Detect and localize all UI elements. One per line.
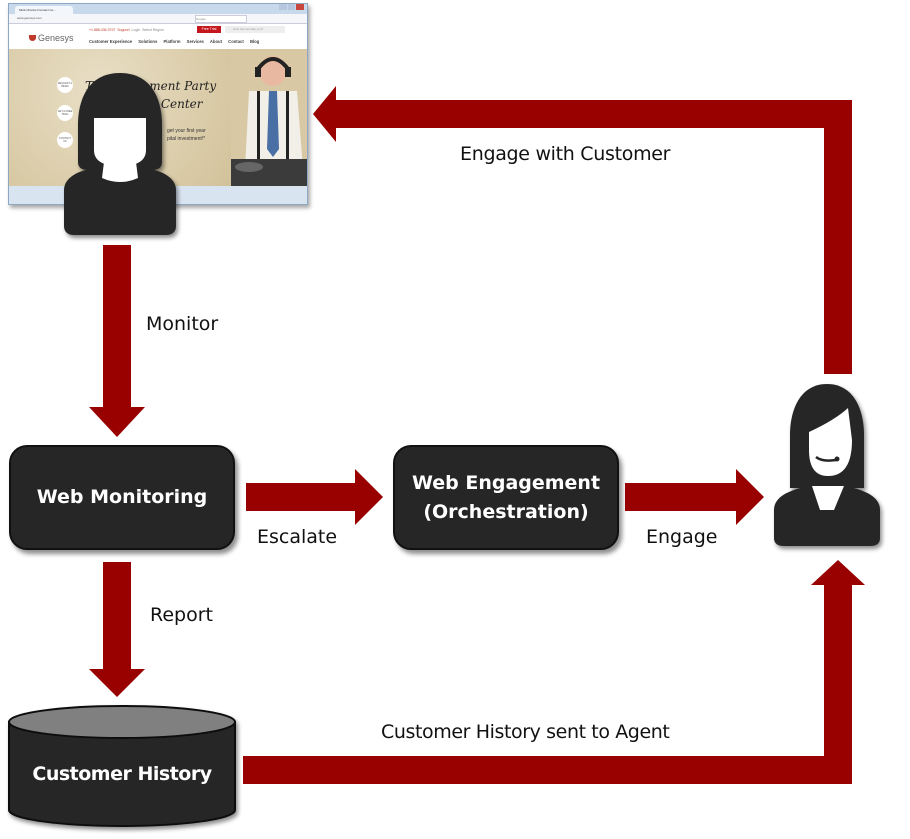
nav-item: Contact: [228, 39, 244, 44]
history-to-agent-arrow: [243, 560, 865, 784]
nav-item: Services: [186, 39, 204, 44]
address-bar: www.genesys.com Google: [9, 14, 307, 24]
engage-label: Engage: [646, 526, 718, 548]
agent-headset-icon: [774, 384, 880, 546]
utility-links: +1.888.436.3797 Support Login Select Reg…: [89, 28, 164, 32]
hero-sub-line: get your first year: [167, 128, 206, 134]
engage-with-customer-arrow: [313, 86, 852, 374]
genesys-logo: Genesys: [29, 33, 74, 43]
nav-item: Solutions: [138, 39, 158, 44]
nav-item: Platform: [163, 39, 181, 44]
orchestration-label: (Orchestration): [423, 500, 589, 523]
contact-us-badge: CONTACT US: [57, 132, 73, 148]
request-demo-badge: REQUEST A DEMO: [57, 77, 73, 93]
free-trial-button: Free Trial: [197, 26, 221, 33]
browser-tab-bar: Multi-Channel Contact Ce...: [9, 4, 307, 14]
monitor-label: Monitor: [146, 313, 219, 335]
hero-sub-line: pital investment!*: [167, 136, 206, 142]
escalate-label: Escalate: [257, 526, 338, 548]
util-link: Login: [131, 28, 141, 32]
util-link: Support: [117, 28, 130, 32]
url-text: www.genesys.com: [17, 16, 42, 20]
monitor-arrow: [89, 245, 145, 437]
site-nav: Customer Experience Solutions Platform S…: [89, 39, 264, 44]
customer-history-cylinder: [8, 705, 236, 827]
web-monitoring-box: Web Monitoring: [9, 445, 235, 550]
window-controls: [278, 4, 305, 10]
help-search: How can we help you?: [225, 26, 285, 33]
customer-history-label-box: Customer History: [14, 746, 230, 802]
hero-subtitle: get your first year pital investment!*: [167, 127, 206, 143]
nav-item: Customer Experience: [89, 39, 133, 44]
web-engagement-label: Web Engagement: [411, 471, 601, 494]
browser-search-box: Google: [195, 15, 247, 23]
report-arrow: [89, 562, 145, 697]
customer-person-icon: [64, 73, 176, 235]
nav-item: About: [209, 39, 222, 44]
engage-arrow: [625, 469, 764, 525]
util-link: Select Region: [142, 28, 164, 32]
site-header: Genesys +1.888.436.3797 Support Login Se…: [9, 24, 307, 50]
dj-photo: [231, 49, 307, 186]
web-monitoring-label: Web Monitoring: [36, 486, 208, 508]
browser-tab: Multi-Channel Contact Ce...: [15, 6, 73, 14]
escalate-arrow: [246, 469, 383, 525]
web-engagement-box: Web Engagement (Orchestration): [393, 445, 619, 550]
nav-item: Blog: [249, 39, 260, 44]
customer-history-label: Customer History: [32, 762, 212, 785]
history-to-agent-label: Customer History sent to Agent: [381, 721, 670, 743]
engage-with-customer-label: Engage with Customer: [460, 143, 671, 165]
phone-number: +1.888.436.3797: [89, 28, 116, 32]
free-trial-badge: GET A FREE TRIAL: [57, 105, 73, 121]
report-label: Report: [150, 604, 213, 626]
